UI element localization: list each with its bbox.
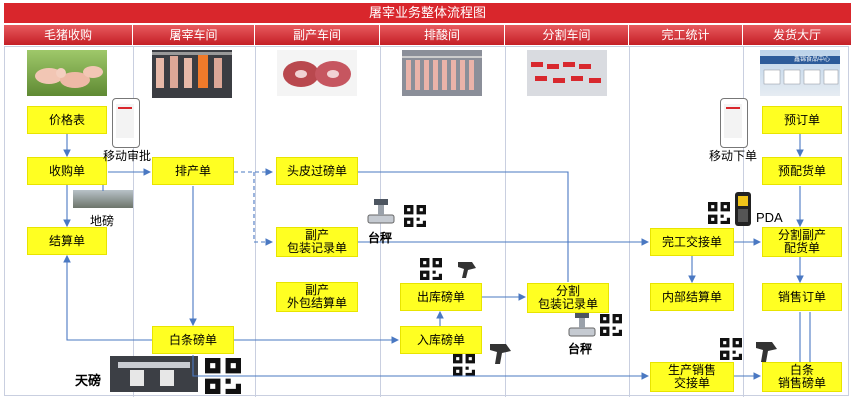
completion-handover-box[interactable]: 完工交接单 <box>650 228 734 256</box>
delivery-trucks-photo: 鑫锦食品中心 <box>760 50 840 96</box>
diagram-frame <box>4 46 849 396</box>
barcode-scanner-icon <box>458 262 476 278</box>
mobile-approval-label: 移动审批 <box>103 149 152 163</box>
pda-device-icon <box>735 192 751 226</box>
schedule-order-box[interactable]: 排产单 <box>152 157 234 185</box>
overhead-scale-photo <box>110 356 198 392</box>
qr-code-icon <box>720 338 742 360</box>
barcode-scanner-icon <box>756 342 777 362</box>
lane-divider <box>505 46 506 397</box>
qr-code-icon <box>420 258 442 280</box>
pre-delivery-box[interactable]: 预配货单 <box>762 157 842 185</box>
cut-pack-box[interactable]: 分割 包装记录单 <box>527 283 609 313</box>
diagram-title: 屠宰业务整体流程图 <box>4 3 851 23</box>
platform-scale-label: 台秤 <box>368 231 393 245</box>
truck-sign-text: 鑫锦食品中心 <box>794 57 831 63</box>
pre-order-box[interactable]: 预订单 <box>762 106 842 134</box>
ground-scale-label: 地磅 <box>90 214 115 228</box>
cut-byproduct-delivery-box[interactable]: 分割副产 配货单 <box>762 227 842 257</box>
production-sales-handover-box[interactable]: 生产销售 交接单 <box>650 362 734 392</box>
lane-header-pig-purchase: 毛猪收购 <box>4 25 132 45</box>
byproduct-outsourcing-box[interactable]: 副产 外包结算单 <box>276 282 358 312</box>
lane-header-delivery: 发货大厅 <box>743 25 851 45</box>
acid-room-photo <box>402 50 482 96</box>
qr-code-icon <box>708 202 730 224</box>
pda-label: PDA <box>756 210 783 225</box>
platform-scale-icon <box>367 199 395 224</box>
white-sales-weigh-box[interactable]: 白条 销售磅单 <box>762 362 842 392</box>
lane-divider <box>629 46 630 397</box>
purchase-order-box[interactable]: 收购单 <box>27 157 107 185</box>
platform-scale-icon <box>568 312 596 337</box>
lane-header-completion: 完工统计 <box>629 25 742 45</box>
barcode-scanner-icon <box>490 344 511 364</box>
lane-divider <box>255 46 256 397</box>
slaughter-line-photo <box>152 50 232 98</box>
overhead-scale-label: 天磅 <box>75 373 102 388</box>
cutting-workshop-photo <box>527 50 607 96</box>
qr-code-icon <box>404 205 426 227</box>
sales-order-box[interactable]: 销售订单 <box>762 283 842 311</box>
ground-scale-photo <box>73 190 133 208</box>
byproduct-pack-box[interactable]: 副产 包装记录单 <box>276 227 358 257</box>
lane-header-slaughter: 屠宰车间 <box>133 25 254 45</box>
lane-header-acid-room: 排酸间 <box>380 25 504 45</box>
lane-divider <box>133 46 134 397</box>
mobile-order-label: 移动下单 <box>709 149 758 163</box>
pig-farm-photo <box>27 50 107 96</box>
lane-header-byproduct: 副产车间 <box>255 25 379 45</box>
white-weigh-box[interactable]: 白条磅单 <box>152 326 234 354</box>
head-skin-weigh-box[interactable]: 头皮过磅单 <box>276 157 358 185</box>
price-list-box[interactable]: 价格表 <box>27 106 107 134</box>
qr-code-icon <box>600 314 622 336</box>
platform-scale-label: 台秤 <box>568 342 593 356</box>
phone-icon <box>720 98 748 148</box>
lane-header-cutting: 分割车间 <box>505 25 628 45</box>
inbound-weigh-box[interactable]: 入库磅单 <box>400 326 482 354</box>
qr-code-icon <box>453 354 475 376</box>
internal-settlement-box[interactable]: 内部结算单 <box>650 283 734 311</box>
settlement-box[interactable]: 结算单 <box>27 227 107 255</box>
byproduct-meat-photo <box>277 50 357 96</box>
phone-icon <box>112 98 140 148</box>
outbound-weigh-box[interactable]: 出库磅单 <box>400 283 482 311</box>
